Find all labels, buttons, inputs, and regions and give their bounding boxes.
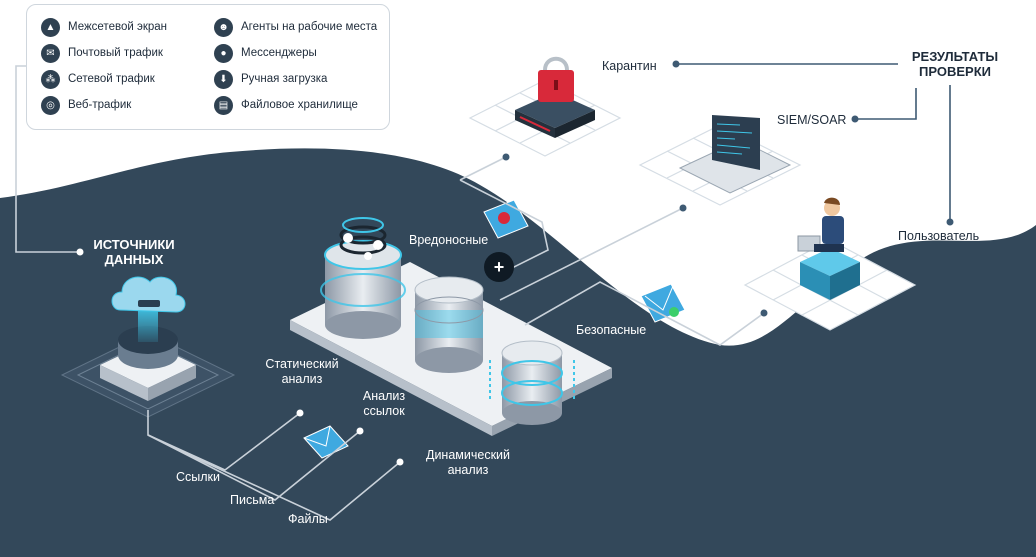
legend-item-network: ⁂ Сетевой трафик bbox=[41, 69, 155, 89]
label-link-analysis: Анализ ссылок bbox=[354, 389, 414, 419]
link-analysis-line1: Анализ bbox=[362, 389, 406, 403]
legend-item-manual-upload: ⬇ Ручная загрузка bbox=[214, 69, 327, 89]
connector-dots bbox=[502, 60, 954, 317]
user-illustration bbox=[797, 197, 860, 300]
legend-item-messengers: ● Мессенджеры bbox=[214, 43, 317, 63]
label-user: Пользователь bbox=[898, 229, 980, 243]
line-events bbox=[499, 207, 684, 301]
label-events: События bbox=[601, 192, 653, 206]
label-malicious: Вредоносные bbox=[409, 233, 489, 247]
label-files: Файлы bbox=[288, 512, 328, 526]
data-sources-legend: ▲ Межсетевой экран ✉ Почтовый трафик ⁂ С… bbox=[26, 4, 390, 130]
globe-icon: ◎ bbox=[41, 95, 60, 115]
legend-label: Сетевой трафик bbox=[68, 73, 155, 85]
label-dynamic-analysis: Динамический анализ bbox=[418, 448, 518, 478]
line-files bbox=[147, 434, 401, 521]
sources-title-line2: ДАННЫХ bbox=[104, 252, 164, 267]
line-links bbox=[147, 410, 301, 471]
network-icon: ⁂ bbox=[41, 69, 60, 89]
agent-icon: ☻ bbox=[214, 17, 233, 37]
results-title: РЕЗУЛЬТАТЫ ПРОВЕРКИ bbox=[900, 49, 1010, 79]
line-malicious bbox=[459, 156, 549, 275]
legend-label: Файловое хранилище bbox=[241, 99, 358, 111]
label-safe: Безопасные bbox=[576, 323, 647, 337]
lock-server-illustration bbox=[515, 56, 595, 138]
static-analysis-cylinder bbox=[320, 217, 406, 339]
line-siem bbox=[855, 88, 917, 120]
label-static-analysis: Статический анализ bbox=[256, 357, 348, 387]
line-legend-to-sources bbox=[15, 65, 80, 253]
sources-title: ИСТОЧНИКИ ДАННЫХ bbox=[84, 237, 184, 267]
results-title-line2: ПРОВЕРКИ bbox=[919, 64, 991, 79]
results-title-line1: РЕЗУЛЬТАТЫ bbox=[911, 49, 999, 64]
label-links: Ссылки bbox=[176, 470, 221, 484]
results-lines bbox=[676, 63, 951, 222]
laptop-illustration bbox=[678, 115, 792, 194]
mail-icon: ✉ bbox=[41, 43, 60, 63]
legend-item-file-storage: ▤ Файловое хранилище bbox=[214, 95, 358, 115]
legend-item-firewall: ▲ Межсетевой экран bbox=[41, 17, 167, 37]
line-letters bbox=[147, 430, 361, 501]
static-line1: Статический bbox=[265, 357, 339, 371]
sources-title-line1: ИСТОЧНИКИ bbox=[93, 237, 175, 252]
firewall-icon: ▲ bbox=[41, 17, 60, 37]
legend-label: Мессенджеры bbox=[241, 47, 317, 59]
file-icon: ▤ bbox=[214, 95, 233, 115]
label-quarantine: Карантин bbox=[602, 59, 657, 73]
chat-icon: ● bbox=[214, 43, 233, 63]
label-siem: SIEM/SOAR bbox=[777, 113, 847, 127]
static-line2: анализ bbox=[281, 372, 323, 386]
data-source-platform bbox=[60, 276, 236, 418]
legend-item-mail: ✉ Почтовый трафик bbox=[41, 43, 163, 63]
safe-envelope bbox=[640, 283, 686, 323]
legend-item-agents: ☻ Агенты на рабочие места bbox=[214, 17, 377, 37]
legend-label: Почтовый трафик bbox=[68, 47, 163, 59]
link-analysis-line2: ссылок bbox=[363, 404, 405, 418]
link-analysis-cylinder bbox=[414, 276, 484, 373]
upload-icon: ⬇ bbox=[214, 69, 233, 89]
legend-label: Межсетевой экран bbox=[68, 21, 168, 33]
legend-label: Ручная загрузка bbox=[241, 73, 328, 85]
dynamic-line1: Динамический bbox=[425, 448, 511, 462]
line-safe bbox=[524, 281, 765, 346]
legend-item-web: ◎ Веб-трафик bbox=[41, 95, 131, 115]
label-letters: Письма bbox=[230, 493, 275, 507]
dynamic-line2: анализ bbox=[447, 463, 489, 477]
legend-label: Агенты на рабочие места bbox=[241, 21, 378, 33]
dynamic-analysis-cylinder bbox=[489, 340, 575, 425]
plus-icon: + bbox=[484, 252, 514, 282]
connector-lines bbox=[15, 65, 765, 521]
legend-label: Веб-трафик bbox=[68, 99, 132, 111]
connector-dots-light bbox=[76, 248, 404, 466]
